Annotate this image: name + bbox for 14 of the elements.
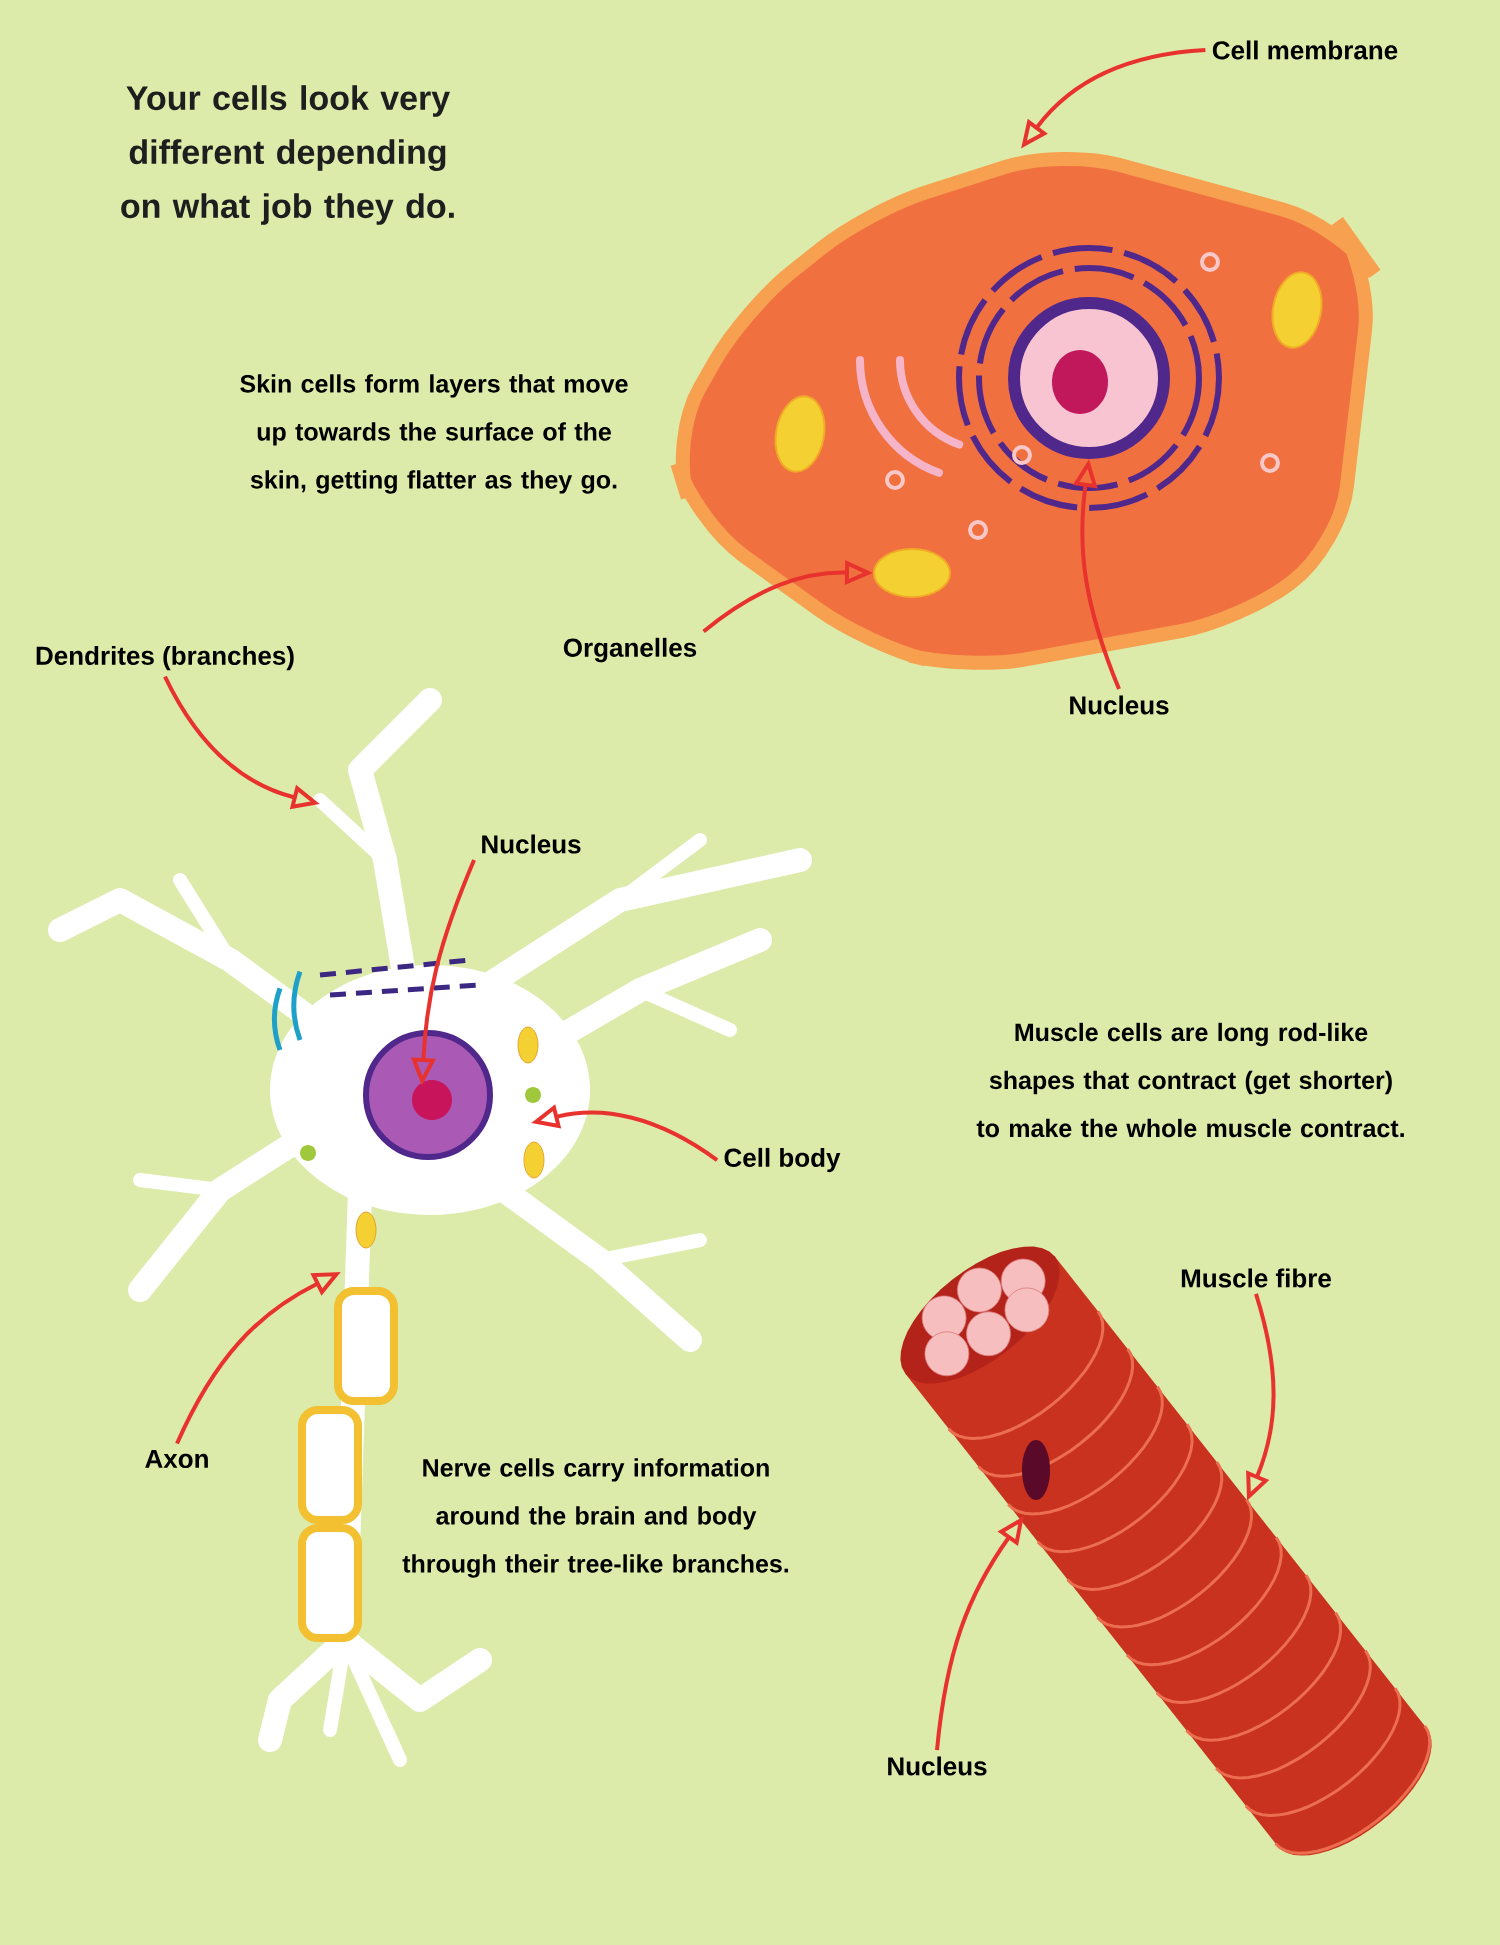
label-text: Organelles xyxy=(563,637,697,663)
label-text: Nucleus xyxy=(482,834,581,854)
label-text: Dendrites (branches) xyxy=(36,645,294,671)
label-text: Axon xyxy=(145,1449,208,1469)
organelle xyxy=(873,548,951,598)
description-text: Skin cells form layers that move up towards the surface of the skin, getting flatter as they go. xyxy=(240,374,628,494)
title: Your cells look very different depending on what job they do. xyxy=(121,85,454,225)
description-text: Muscle cells are long rod-like shapes that contract (get shorter) to make the whole muscle contract. xyxy=(976,1022,1404,1138)
label-text: Muscle fibre xyxy=(1181,1268,1331,1288)
label-text: Nucleus xyxy=(888,1756,987,1776)
label-text: Nucleus xyxy=(1070,695,1169,715)
label-text: Cell body xyxy=(724,1147,841,1173)
label-text: Cell membrane xyxy=(1212,40,1398,60)
description-text: Nerve cells carry information around the brain and body through their tree-like branches. xyxy=(402,1458,789,1578)
